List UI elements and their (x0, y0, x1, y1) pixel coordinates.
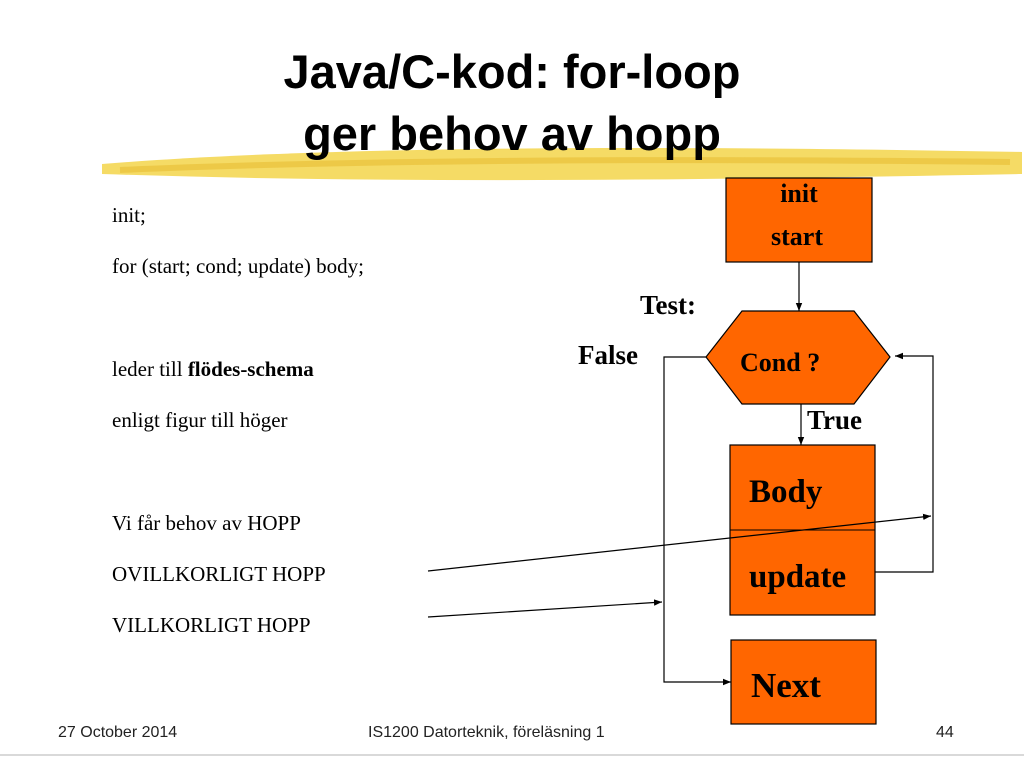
footer-date: 27 October 2014 (58, 724, 178, 741)
slide-title-line-2: ger behov av hopp (303, 107, 721, 160)
text-flodes-schema: flödes-schema (187, 357, 314, 381)
start-label: start (771, 222, 823, 251)
footer-divider (0, 754, 1024, 756)
arrow-ovillkorligt-jump (427, 513, 932, 572)
footer-course: IS1200 Datorteknik, föreläsning 1 (368, 724, 605, 741)
test-label: Test: (640, 290, 696, 320)
arrow-update-loop-back (875, 352, 934, 573)
text-for-statement: for (start; cond; update) body; (112, 254, 364, 278)
title-highlight-stroke (102, 148, 1022, 181)
footer-page-number: 44 (936, 724, 954, 741)
false-label: False (578, 340, 638, 370)
arrow-villkorligt-jump (427, 599, 663, 618)
slide-title-line-1: Java/C-kod: for-loop (283, 45, 741, 98)
text-villkorligt: VILLKORLIGT HOPP (112, 613, 311, 637)
init-start-box (725, 177, 873, 263)
text-init: init; (112, 203, 146, 227)
true-label: True (807, 405, 862, 435)
cond-hexagon (705, 310, 891, 405)
text-leder-till: leder till flödes-schema (112, 356, 314, 382)
cond-label: Cond ? (740, 348, 820, 377)
text-ovillkorligt: OVILLKORLIGT HOPP (112, 562, 326, 586)
next-label: Next (751, 666, 821, 705)
next-box (730, 639, 877, 725)
text-vi-far: Vi får behov av HOPP (112, 511, 301, 535)
init-label: init (780, 179, 818, 208)
text-enligt: enligt figur till höger (112, 408, 288, 432)
text-leder-prefix: leder till (112, 357, 188, 381)
arrow-false-to-next (663, 356, 731, 686)
update-label: update (749, 559, 846, 595)
body-label: Body (749, 474, 823, 510)
